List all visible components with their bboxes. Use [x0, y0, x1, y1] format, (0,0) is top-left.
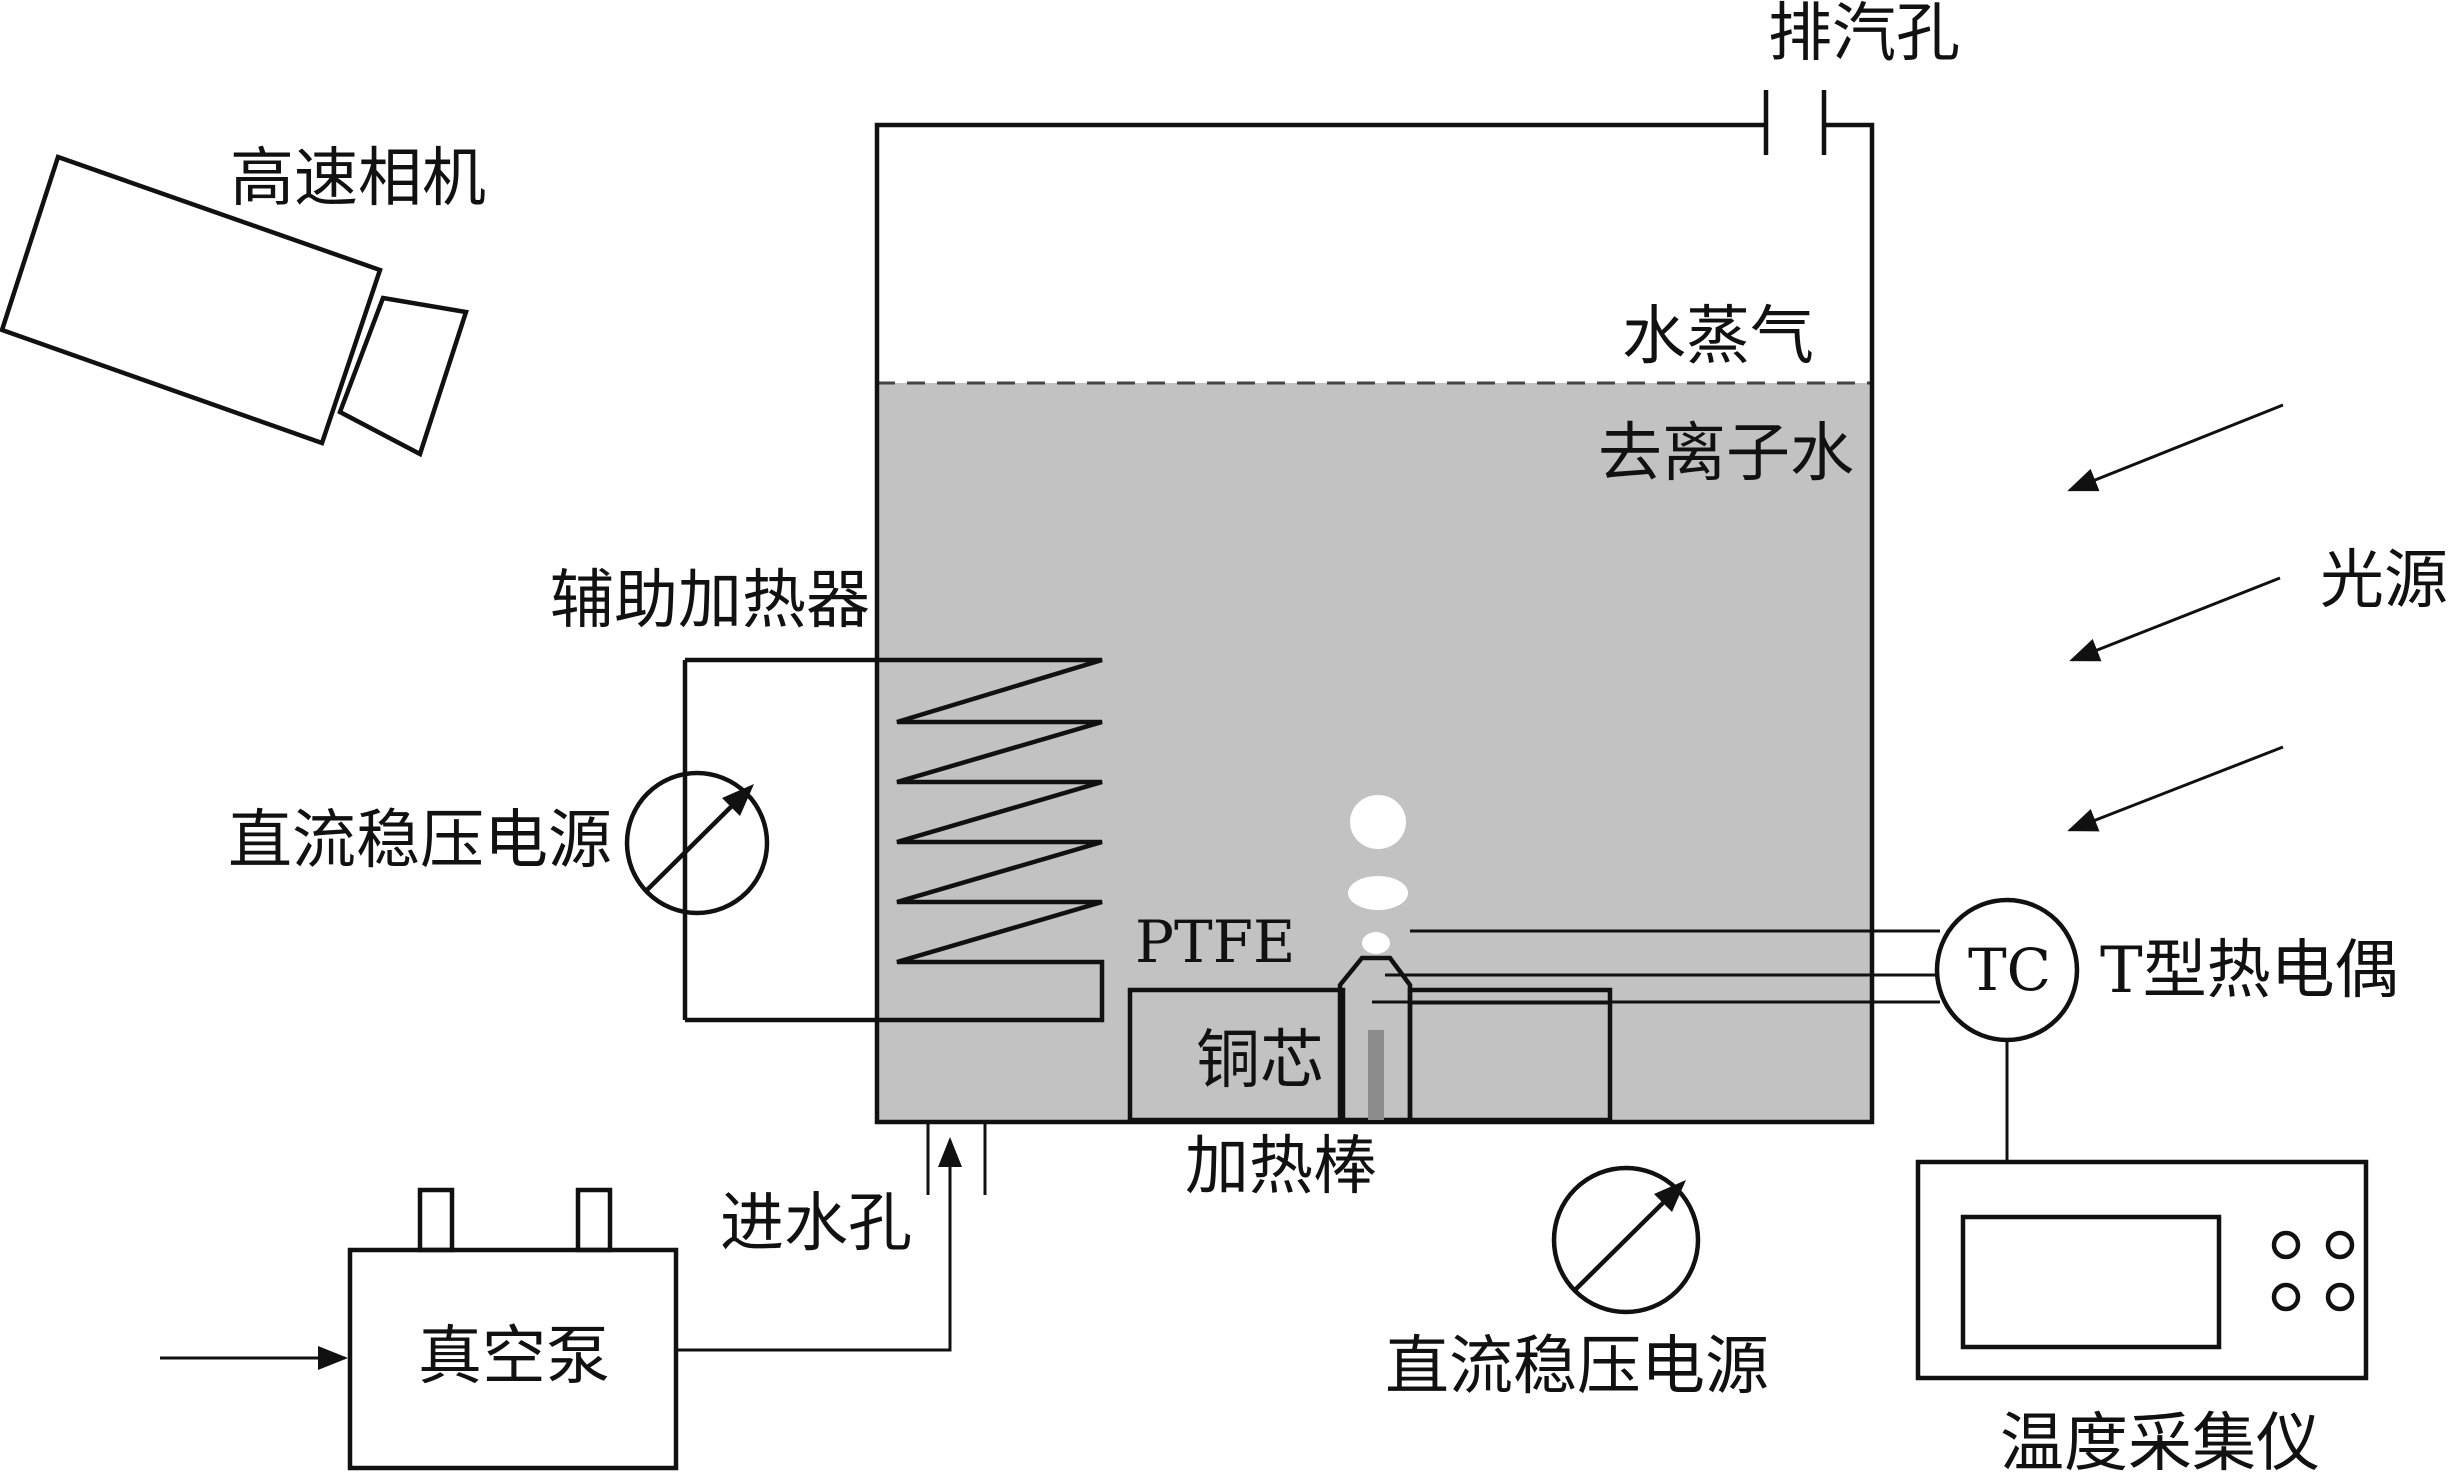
bubbles	[1348, 795, 1408, 954]
vent-label: 排汽孔	[1768, 0, 1960, 71]
auxiliary-heater-coil	[685, 657, 1105, 1023]
dc-supply-left-label: 直流稳压电源	[228, 804, 612, 878]
ptfe-label: PTFE	[1135, 908, 1295, 976]
light-ray-arrows	[2067, 403, 2284, 832]
high-speed-camera-icon	[0, 154, 469, 458]
ptfe-block-left	[1127, 987, 1346, 1123]
vacuum-pump-icon	[347, 1187, 679, 1471]
dc-power-supply-bottom-gauge-icon	[1551, 1165, 1701, 1315]
aux-heater-label: 辅助加热器	[550, 564, 870, 638]
dc-supply-bottom-label: 直流稳压电源	[1385, 1330, 1769, 1404]
heating-rod-label: 加热棒	[1185, 1130, 1377, 1204]
tc-label: TC	[1968, 936, 2051, 1004]
camera-label: 高速相机	[230, 142, 486, 216]
inlet-label: 进水孔	[720, 1187, 912, 1261]
water-label: 去离子水	[1598, 417, 1854, 491]
copper-core-label: 铜芯	[1196, 1024, 1324, 1098]
vapor-label: 水蒸气	[1622, 300, 1814, 374]
copper-core-tip	[1337, 955, 1413, 1123]
temperature-logger-icon	[1915, 1159, 2369, 1381]
vacuum-pump-label: 真空泵	[418, 1320, 610, 1394]
temp-logger-label: 温度采集仪	[2000, 1407, 2320, 1478]
water-region	[877, 383, 1872, 1120]
thermocouple-wires	[1372, 929, 1940, 1004]
inlet-feed-line	[675, 1137, 962, 1352]
light-source-label: 光源	[2320, 544, 2448, 618]
heating-rod	[1368, 1030, 1384, 1120]
thermocouple-label: T型热电偶	[2100, 934, 2399, 1008]
dc-power-supply-left-gauge-icon	[624, 770, 770, 916]
